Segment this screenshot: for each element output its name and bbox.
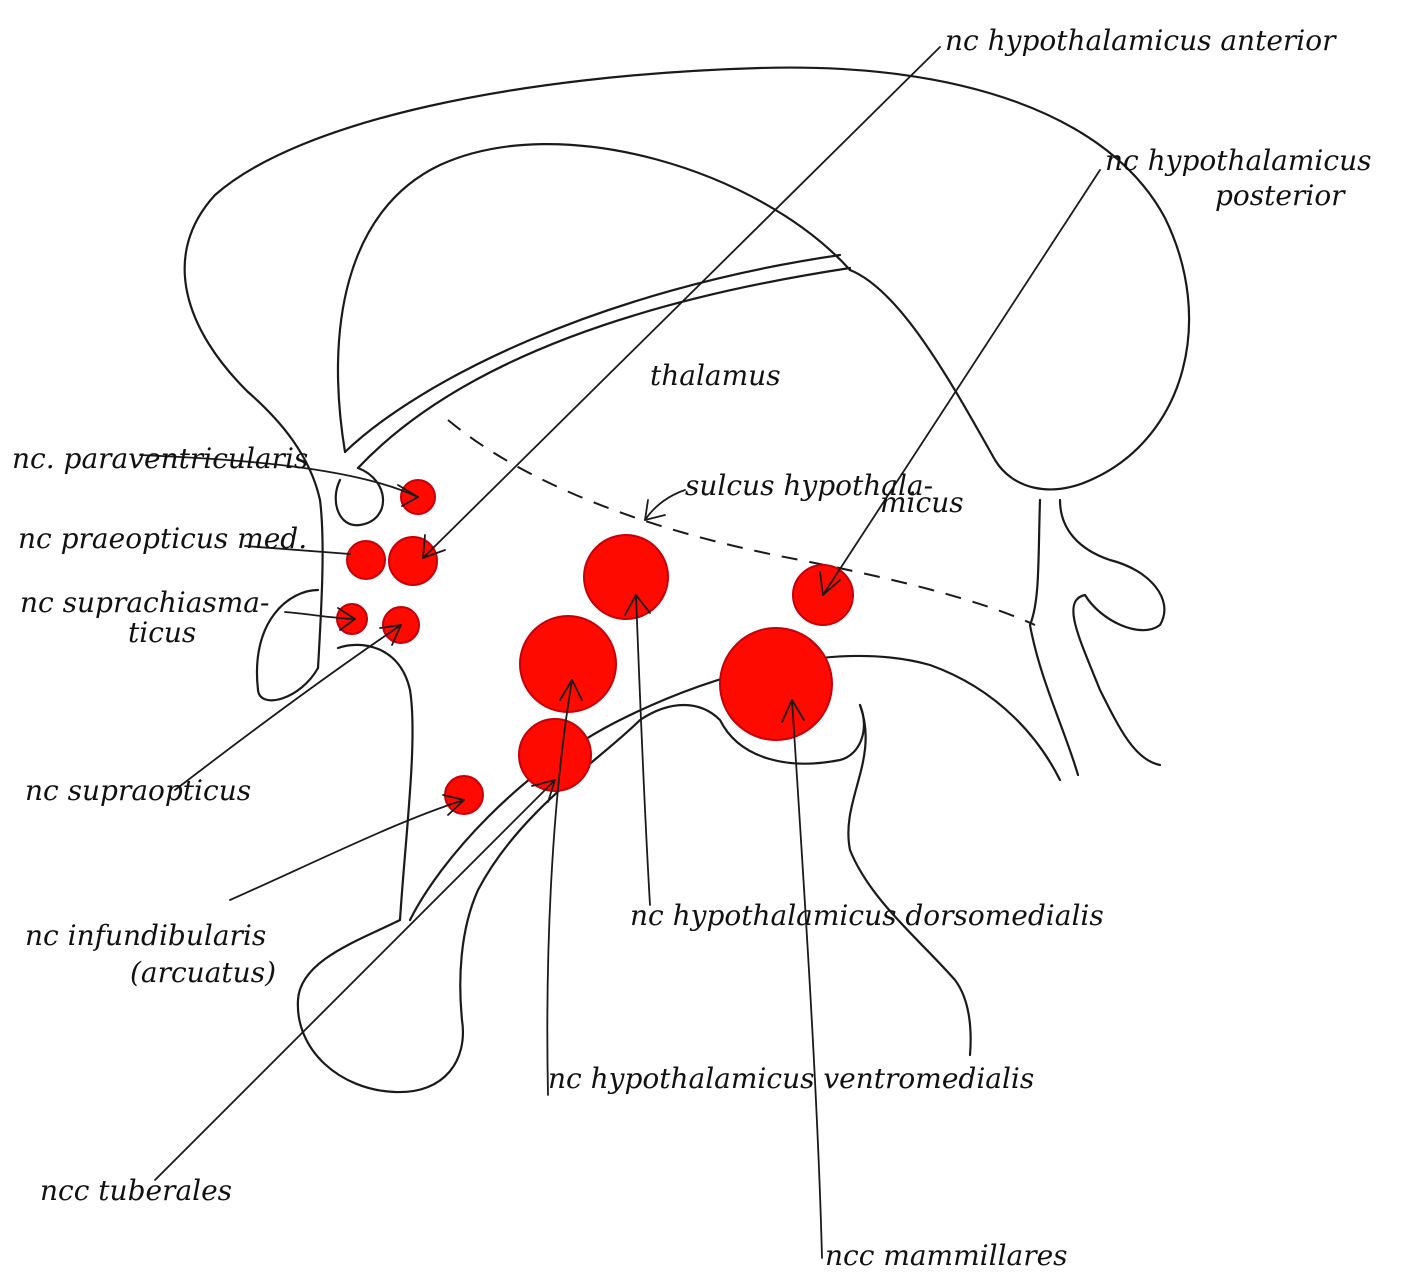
label-ventromedialis: nc hypothalamicus ventromedialis: [548, 1062, 1034, 1095]
leader-mammillares: [792, 700, 822, 1258]
label-praeopticus-medialis: nc praeopticus med.: [18, 522, 307, 555]
nucleus-hypothalamicus-anterior: [389, 537, 437, 585]
anatomical-outlines: [185, 68, 1189, 1093]
posterior-stalk-left: [1030, 500, 1078, 775]
labels: thalamus sulcus hypothala- micus nc hypo…: [12, 24, 1371, 1272]
foramen-outline: [336, 468, 383, 525]
leader-supraopticus: [175, 625, 401, 790]
leader-hypothalamicus-posterior: [823, 170, 1100, 595]
label-sulcus-line2: micus: [880, 486, 964, 519]
sulcus-hypothalamicus-line: [448, 420, 1035, 625]
posterior-stalk-right: [1060, 500, 1164, 765]
nucleus-infundibularis: [445, 776, 483, 814]
label-hypothalamicus-posterior-line1: nc hypothalamicus: [1105, 144, 1371, 177]
outer-arch-outline: [185, 68, 1189, 490]
label-paraventricularis: nc. paraventricularis: [12, 442, 308, 475]
label-thalamus: thalamus: [650, 359, 781, 392]
label-mammillares: ncc mammillares: [825, 1239, 1068, 1272]
leader-infundibularis: [230, 800, 464, 900]
inner-dome-outline: [338, 144, 850, 452]
label-suprachiasmaticus-line1: nc suprachiasma-: [20, 586, 269, 619]
label-tuberales: ncc tuberales: [40, 1174, 232, 1207]
label-dorsomedialis: nc hypothalamicus dorsomedialis: [630, 899, 1104, 932]
label-infundibularis-line2: (arcuatus): [130, 956, 276, 989]
leader-dorsomedialis: [636, 595, 650, 905]
stria-upper-line: [345, 255, 840, 452]
nucleus-praeopticus-medialis-a: [347, 541, 385, 579]
nucleus-mammillaris: [720, 628, 832, 740]
label-suprachiasmaticus-line2: ticus: [128, 616, 196, 649]
ventricle-floor-upper: [338, 645, 413, 920]
label-hypothalamicus-anterior: nc hypothalamicus anterior: [945, 24, 1337, 57]
label-hypothalamicus-posterior-line2: posterior: [1215, 179, 1346, 212]
label-infundibularis-line1: nc infundibularis: [25, 919, 266, 952]
nucleus-dorsomedialis: [584, 535, 668, 619]
label-supraopticus: nc supraopticus: [25, 774, 251, 807]
mammillary-base-outline: [848, 705, 970, 1055]
nucleus-ventromedialis-a: [520, 616, 616, 712]
nuclei-group: [337, 480, 853, 814]
